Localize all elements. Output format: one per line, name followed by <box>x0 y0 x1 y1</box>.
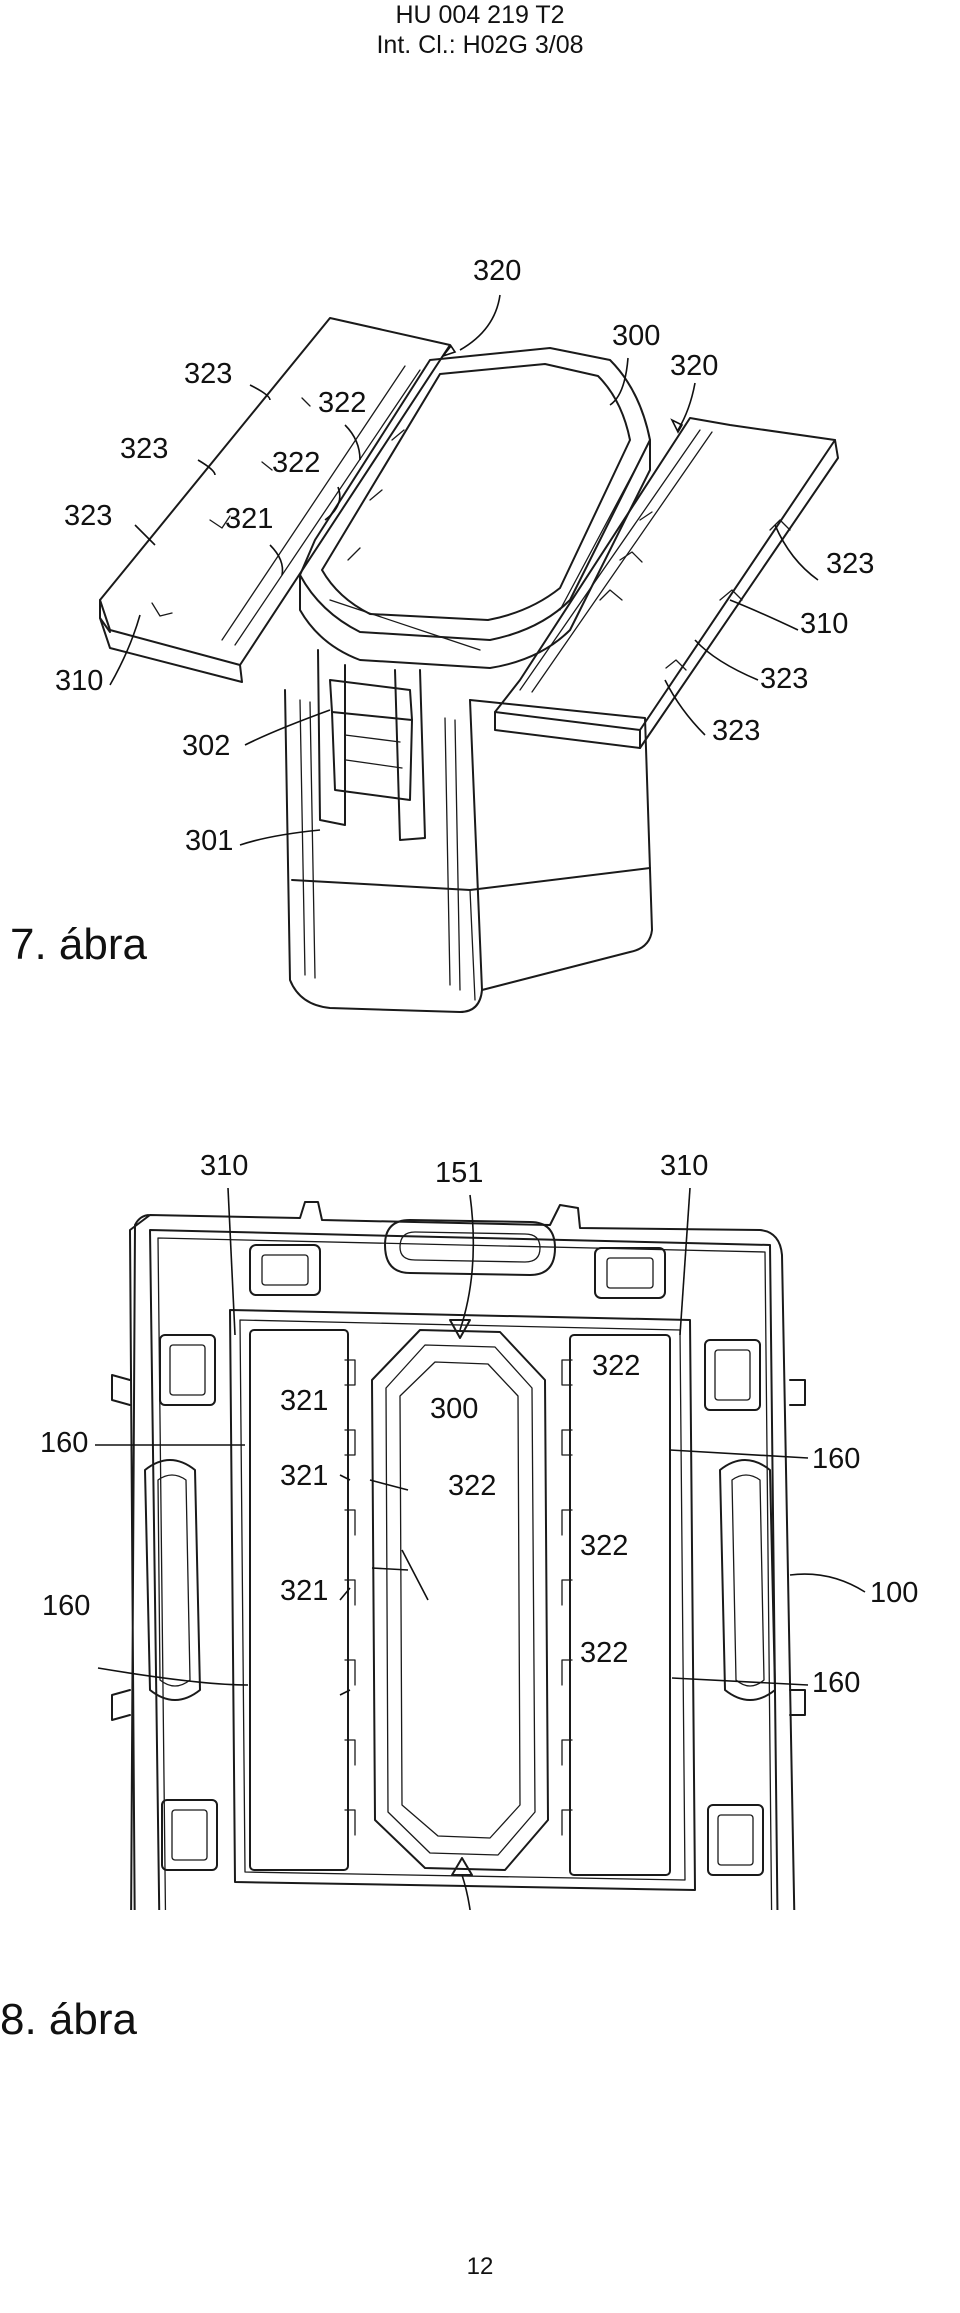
fig8-label-300: 300 <box>430 1393 478 1425</box>
figure-7-caption: 7. ábra <box>10 920 147 969</box>
patent-number: HU 004 219 T2 <box>395 1 565 29</box>
fig7-label-323d: 323 <box>826 548 874 580</box>
fig8-label-322a: 322 <box>592 1350 640 1382</box>
fig8-label-310b: 310 <box>660 1150 708 1182</box>
fixing-slots <box>144 1219 776 1701</box>
fig7-label-302: 302 <box>182 730 230 762</box>
fig8-label-321a: 321 <box>280 1385 328 1417</box>
fig7-label-322b: 322 <box>272 447 320 479</box>
fig7-label-323c: 323 <box>64 500 112 532</box>
leader-lines <box>109 294 819 846</box>
fig7-label-323b: 323 <box>120 433 168 465</box>
fig8-label-160b: 160 <box>812 1443 860 1475</box>
fig8-label-322d: 322 <box>580 1637 628 1669</box>
classification: Int. Cl.: H02G 3/08 <box>376 31 584 59</box>
box-body <box>284 689 653 1013</box>
fig8-label-321c: 321 <box>280 1575 328 1607</box>
figure-8-drawing: 310 151 310 321 300 322 160 160 321 322 … <box>40 1150 918 1910</box>
fig7-label-320b: 320 <box>670 350 718 382</box>
right-plate-310 <box>494 417 839 749</box>
fig8-label-322b: 322 <box>448 1470 496 1502</box>
fig7-label-300: 300 <box>612 320 660 352</box>
fig7-label-310b: 310 <box>800 608 848 640</box>
plates-310 <box>249 1329 671 1876</box>
fig7-label-322a: 322 <box>318 387 366 419</box>
corner-clips <box>159 1244 764 1876</box>
central-module-300 <box>299 347 653 669</box>
fig8-label-310a: 310 <box>200 1150 248 1182</box>
figure-8-caption: 8. ábra <box>0 1995 137 2044</box>
module-300 <box>371 1319 549 1876</box>
figure-7-drawing: 320 300 320 323 322 323 322 323 321 310 … <box>55 255 874 1013</box>
fig7-label-321: 321 <box>225 503 273 535</box>
page-number: 12 <box>466 2253 494 2280</box>
fig8-leader-lines <box>95 1187 866 1910</box>
fig8-label-160a: 160 <box>40 1427 88 1459</box>
fig7-label-323f: 323 <box>712 715 760 747</box>
fig8-label-160d: 160 <box>812 1667 860 1699</box>
left-plate-310 <box>99 317 451 683</box>
fig8-label-100: 100 <box>870 1577 918 1609</box>
fig7-label-320: 320 <box>473 255 521 287</box>
fig7-label-323e: 323 <box>760 663 808 695</box>
latch-302 <box>317 649 426 841</box>
fig8-label-321b: 321 <box>280 1460 328 1492</box>
fig8-label-160c: 160 <box>42 1590 90 1622</box>
fig8-label-151a: 151 <box>435 1157 483 1189</box>
fig8-label-322c: 322 <box>580 1530 628 1562</box>
fig7-label-323a: 323 <box>184 358 232 390</box>
fig7-label-301: 301 <box>185 825 233 857</box>
fig7-label-310a: 310 <box>55 665 103 697</box>
